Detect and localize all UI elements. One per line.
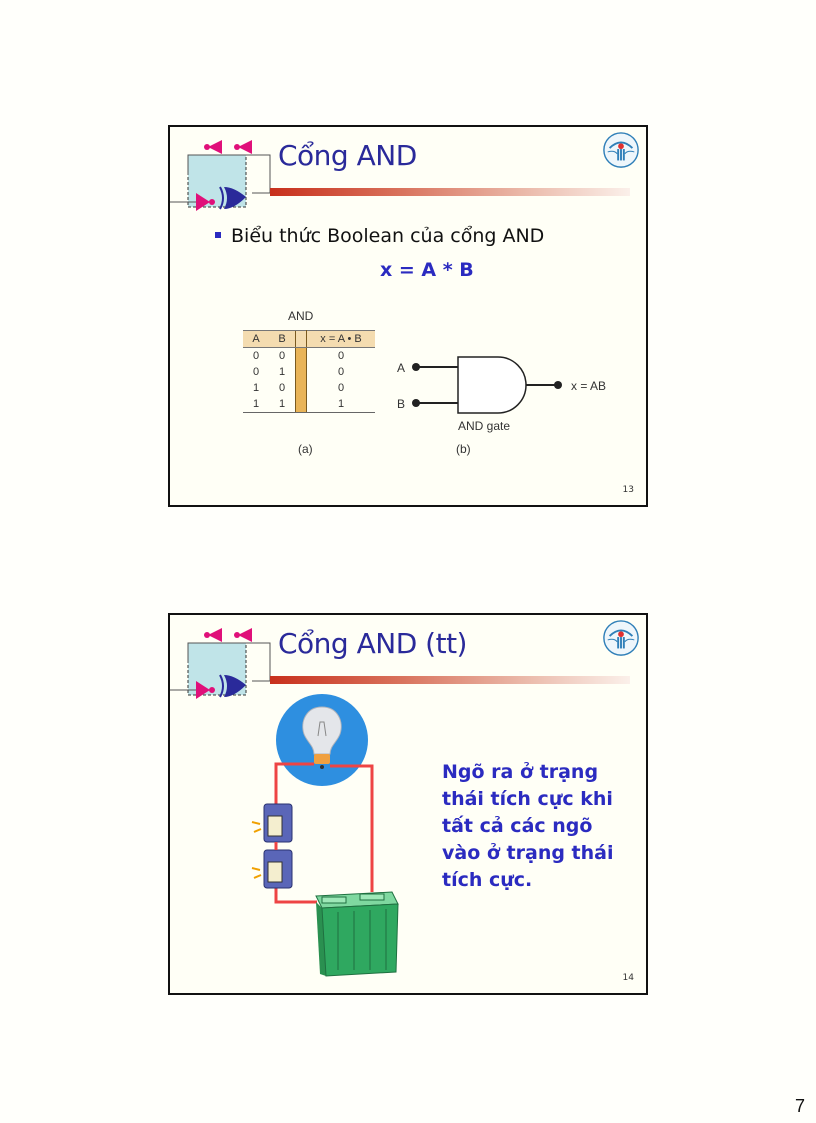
input-b-label: B (397, 397, 406, 411)
cell: 0 (252, 350, 260, 362)
col-header-x: x = A • B (306, 330, 375, 348)
and-circuit-illustration-icon (251, 694, 399, 977)
bullet-item: Biểu thức Boolean của cổng AND (215, 225, 544, 247)
title-underline-bar (270, 188, 630, 196)
logic-gate-logo-icon (170, 140, 271, 211)
cell: 0 (278, 350, 286, 362)
page-number: 7 (795, 1096, 806, 1116)
cell: 1 (306, 396, 375, 413)
cell: 1 (269, 396, 296, 413)
cell: 0 (337, 382, 345, 394)
slide-13: Cổng AND Biểu thức Boolean của cổng AND … (168, 125, 648, 507)
column-separator (295, 330, 307, 348)
cell: 1 (243, 396, 269, 413)
figure-a-label: (a) (298, 442, 313, 456)
switch-icon (251, 803, 293, 843)
cell: 0 (278, 382, 286, 394)
table-row: 0 1 0 (243, 364, 375, 380)
output-label: x = AB (571, 379, 607, 393)
cell: 0 (252, 366, 260, 378)
university-emblem-icon (603, 132, 639, 168)
table-row: 1 0 0 (243, 380, 375, 396)
col-header-b: B (269, 330, 296, 348)
title-underline-bar (270, 676, 630, 684)
description-text: Ngõ ra ở trạng thái tích cực khi tất cả … (442, 761, 614, 891)
switch-icon (251, 849, 293, 889)
cell: 1 (252, 382, 260, 394)
cell: 0 (337, 366, 345, 378)
gate-label: AND gate (458, 419, 511, 433)
figure-b-label: (b) (456, 442, 471, 456)
cell: 1 (278, 366, 286, 378)
bullet-square-icon (215, 231, 221, 238)
university-emblem-icon (603, 620, 639, 656)
logic-gate-logo-icon (170, 628, 271, 699)
truth-table-caption: AND (288, 309, 314, 323)
boolean-formula: x = A * B (380, 259, 474, 281)
bullet-text: Biểu thức Boolean của cổng AND (231, 225, 545, 247)
slide-title: Cổng AND (278, 139, 417, 172)
slide-14: Cổng AND (tt) (168, 613, 648, 995)
and-gate-symbol-icon (412, 356, 562, 414)
slide-number: 13 (622, 485, 634, 495)
col-header-a: A (243, 330, 269, 348)
slide-title: Cổng AND (tt) (278, 627, 467, 660)
cell: 0 (337, 350, 345, 362)
slide-number: 14 (622, 973, 634, 983)
input-a-label: A (397, 361, 406, 375)
table-row: 0 0 0 (243, 347, 375, 364)
battery-icon (315, 891, 399, 977)
